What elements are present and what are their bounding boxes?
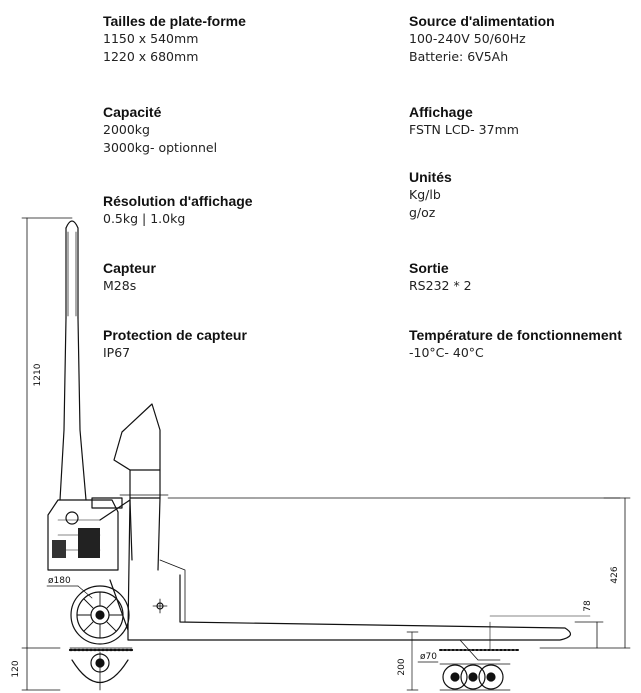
spec-capacity: Capacité 2000kg 3000kg- optionnel	[103, 103, 217, 157]
spec-operating-temperature: Température de fonctionnement -10°C- 40°…	[409, 326, 622, 362]
spec-value: 1220 x 680mm	[103, 49, 199, 64]
spec-sensor-protection: Protection de capteur IP67	[103, 326, 247, 362]
spec-value: Kg/lb	[409, 187, 441, 202]
spec-title: Affichage	[409, 104, 473, 120]
spec-value: 3000kg- optionnel	[103, 140, 218, 155]
spec-title: Unités	[409, 169, 452, 185]
spec-title: Capacité	[103, 104, 162, 120]
spec-value: 0.5kg | 1.0kg	[103, 211, 186, 226]
tiller-handle	[59, 220, 87, 501]
dimension-height-fork: 78	[574, 600, 604, 649]
dimension-height-display: 426	[539, 497, 631, 649]
spec-value: M28s	[103, 278, 137, 293]
dimension-height-ground: 120	[11, 647, 61, 691]
spec-units: Unités Kg/lb g/oz	[409, 168, 452, 222]
spec-value: Batterie: 6V5Ah	[409, 49, 509, 64]
spec-value: 1150 x 540mm	[103, 31, 199, 46]
chassis-fork	[109, 497, 621, 651]
spec-power-source: Source d'alimentation 100-240V 50/60Hz B…	[409, 12, 555, 66]
spec-title: Résolution d'affichage	[103, 193, 253, 209]
dim-label-wheel-small: ø70	[420, 652, 437, 662]
dim-label-height-fork: 78	[583, 600, 593, 612]
spec-value: FSTN LCD- 37mm	[409, 122, 519, 137]
load-rollers	[439, 639, 521, 691]
spec-value: RS232 * 2	[409, 278, 472, 293]
dim-label-height-ground: 120	[11, 660, 21, 677]
spec-value: -10°C- 40°C	[409, 345, 484, 360]
spec-title: Capteur	[103, 260, 156, 276]
dim-label-depth-under: 200	[397, 658, 407, 675]
dimension-depth-under: 200	[397, 631, 419, 691]
spec-platform-size: Tailles de plate-forme 1150 x 540mm 1220…	[103, 12, 246, 66]
spec-title: Température de fonctionnement	[409, 327, 622, 343]
dimension-wheel-small: ø70	[417, 652, 439, 663]
steering-wheel-underside	[71, 651, 129, 691]
steering-wheel	[68, 585, 136, 652]
spec-title: Sortie	[409, 260, 449, 276]
spec-title: Source d'alimentation	[409, 13, 555, 29]
dimension-wheel-big: ø180	[46, 576, 93, 599]
spec-output: Sortie RS232 * 2	[409, 259, 472, 295]
spec-value: 100-240V 50/60Hz	[409, 31, 526, 46]
dimension-height-total: 1210	[21, 217, 73, 649]
spec-resolution: Résolution d'affichage 0.5kg | 1.0kg	[103, 192, 253, 228]
dim-label-wheel-big: ø180	[48, 576, 71, 586]
spec-title: Protection de capteur	[103, 327, 247, 343]
spec-value: g/oz	[409, 205, 436, 220]
spec-display: Affichage FSTN LCD- 37mm	[409, 103, 519, 139]
pump-block	[47, 497, 133, 571]
dim-label-height-total: 1210	[33, 363, 43, 386]
dim-label-height-display: 426	[610, 566, 620, 583]
spec-sensor: Capteur M28s	[103, 259, 156, 295]
spec-title: Tailles de plate-forme	[103, 13, 246, 29]
spec-value: 2000kg	[103, 122, 150, 137]
spec-value: IP67	[103, 345, 131, 360]
